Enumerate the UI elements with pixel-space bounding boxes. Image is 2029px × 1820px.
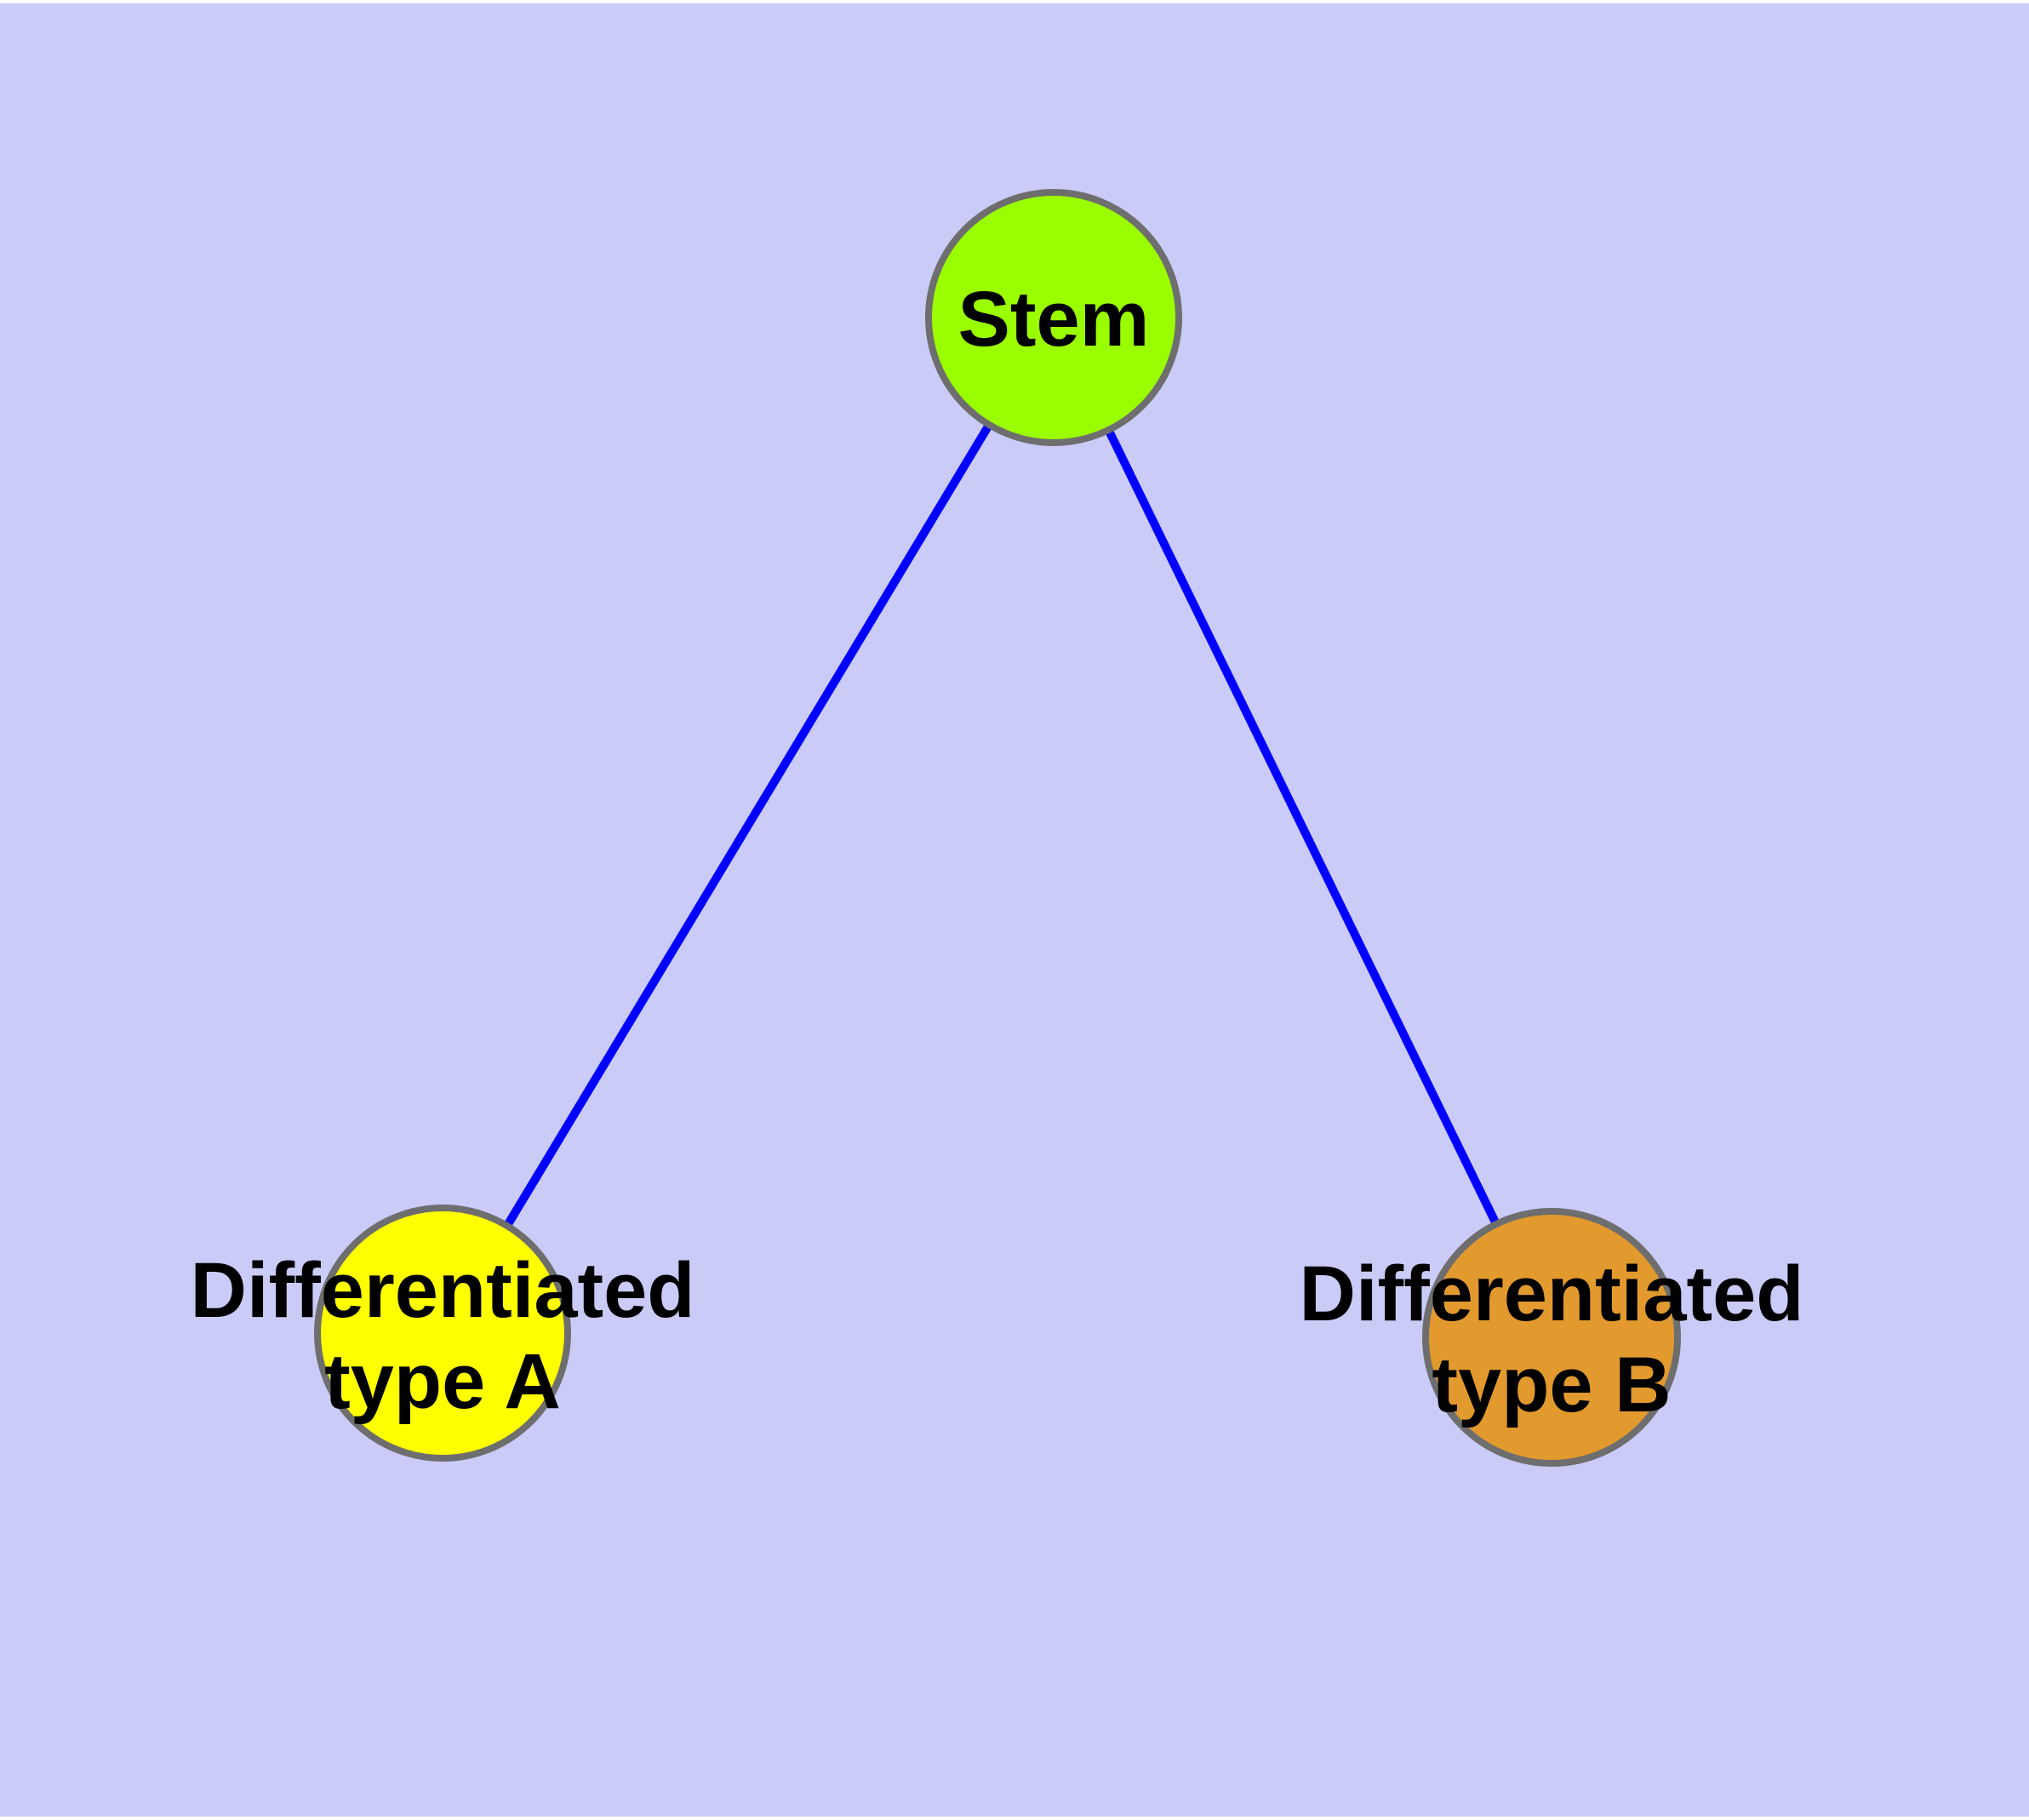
node-differentiated-type-b: Differentiated type B [1300,1208,1804,1467]
node-stem: Stem [925,189,1182,446]
node-type-b-circle [1422,1208,1681,1467]
node-differentiated-type-a: Differentiated type A [191,1205,695,1462]
node-type-a-label-line1: Differentiated [191,1247,695,1334]
node-type-b-label-line2: type B [1432,1342,1671,1428]
node-stem-label: Stem [958,276,1150,363]
edge-stem-to-type-a [438,315,1058,1336]
edge-stem-to-type-b [1049,315,1556,1340]
node-type-a-label-line2: type A [324,1338,561,1425]
edge-group [438,315,1556,1340]
node-stem-circle [925,189,1182,446]
node-type-a-circle [314,1205,571,1462]
node-type-b-label-line1: Differentiated [1300,1251,1804,1337]
